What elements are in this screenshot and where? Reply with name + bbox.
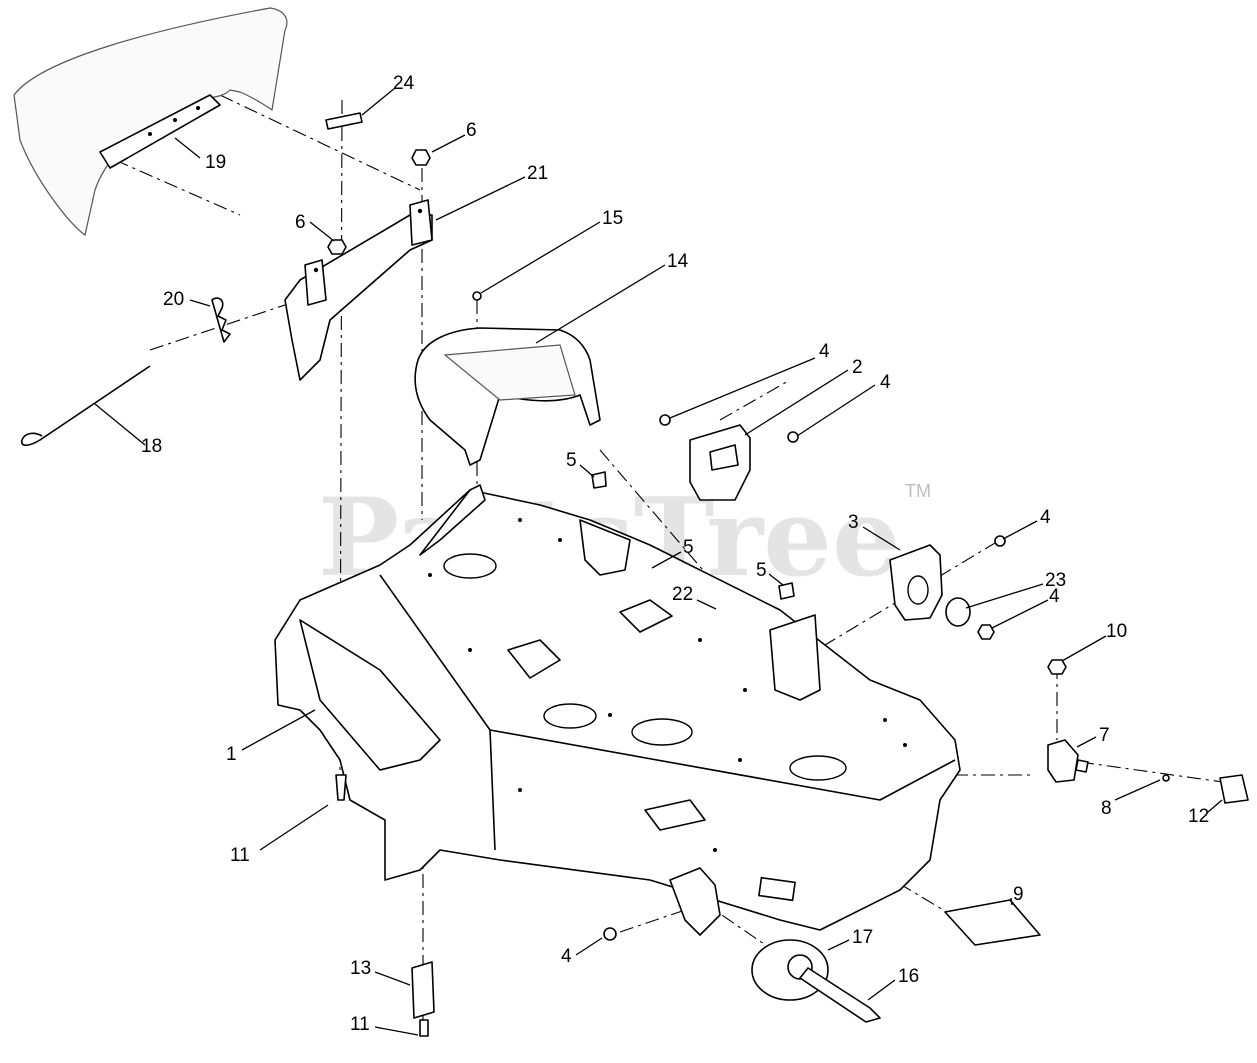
callout-11: 11: [350, 1014, 370, 1035]
callout-2: 2: [852, 357, 863, 378]
callout-9: 10: [1106, 621, 1127, 642]
callout-5: 5: [566, 450, 577, 471]
callout-20: 20: [163, 289, 184, 310]
lock-nut-part: [327, 149, 431, 255]
anti-scalp-wheel-assembly: [669, 867, 881, 1023]
baffle-assembly: [414, 291, 601, 466]
callout-labels: 24 6 19 21 6 15 14 20 18 4 2 4 5 3 4 5 2…: [141, 73, 1209, 1035]
callout-4: 4: [561, 946, 572, 967]
deflector-bracket-3: [889, 544, 943, 621]
callout-1: 1: [226, 744, 237, 765]
spacer-part: [945, 597, 971, 627]
callout-4: 4: [819, 341, 830, 362]
torsion-spring-part: [211, 297, 231, 343]
discharge-tag-part: [944, 899, 1041, 946]
callout-12: 12: [1188, 806, 1209, 827]
discharge-chute: [13, 7, 288, 236]
mower-deck: [274, 484, 961, 931]
callout-4: 4: [1049, 586, 1060, 607]
callout-5: 5: [756, 560, 767, 581]
chute-rod-part: [20, 365, 151, 447]
callout-4: 4: [880, 372, 891, 393]
leader-lines: [94, 87, 1223, 1036]
washer-part: [603, 414, 1006, 941]
deflector-bracket-2: [689, 424, 751, 501]
flange-bolt-part: [335, 774, 429, 1037]
callout-6: 6: [466, 120, 477, 141]
callout-7: 7: [1099, 725, 1110, 746]
callout-23: 23: [1045, 570, 1066, 591]
callout-24: 24: [393, 73, 415, 94]
callout-3: 3: [848, 512, 859, 533]
callout-18: 18: [141, 436, 162, 457]
skid-plate-part: [411, 961, 435, 1019]
wash-port-assembly: [1047, 659, 1249, 804]
callout-11: 11: [230, 845, 250, 866]
callout-10: 9: [1013, 884, 1024, 905]
chute-mount-plate: [284, 199, 433, 381]
callout-17: 17: [852, 927, 873, 948]
watermark-trademark: TM: [905, 481, 931, 501]
decal-part: [325, 112, 363, 130]
callout-14: 14: [667, 251, 689, 272]
callout-16: 16: [898, 966, 919, 987]
callout-13: 13: [350, 958, 371, 979]
callout-5: 5: [683, 537, 694, 558]
callout-4: 4: [1040, 507, 1051, 528]
callout-15: 15: [602, 208, 623, 229]
callout-21: 21: [527, 163, 548, 184]
callout-8: 8: [1101, 798, 1112, 819]
callout-22: 22: [672, 584, 693, 605]
callout-6: 6: [295, 212, 306, 233]
callout-19: 19: [205, 152, 226, 173]
